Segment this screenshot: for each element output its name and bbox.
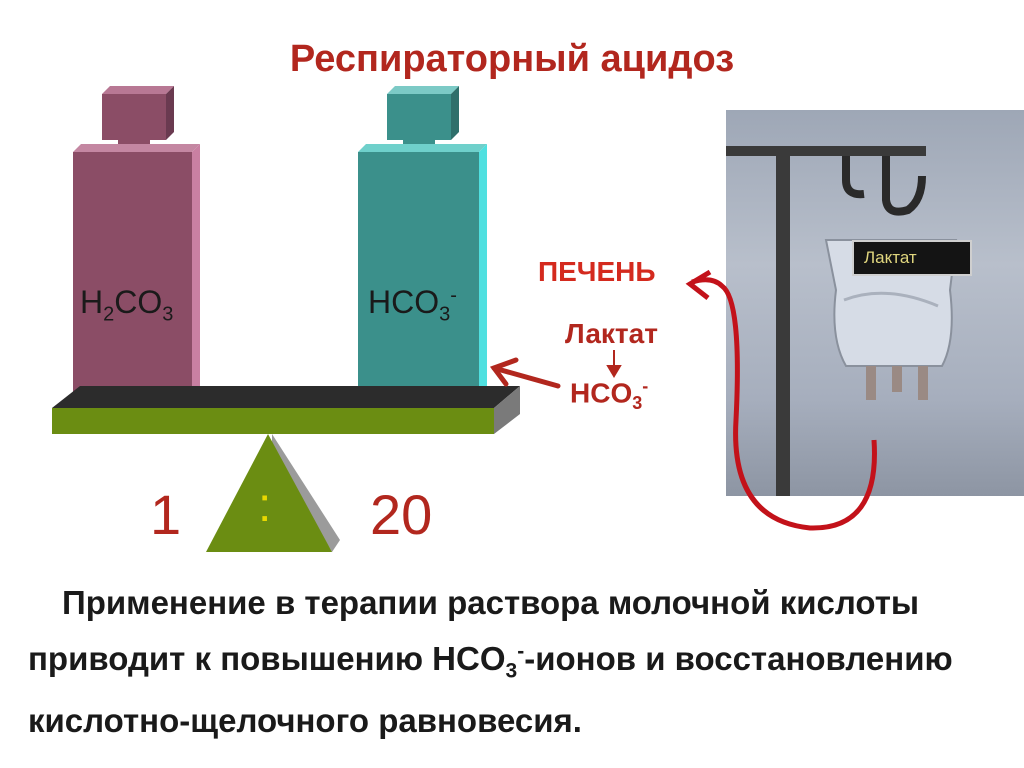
right-bottle-weight [358,86,487,400]
iv-stand-drawing [726,146,958,496]
ratio-left: 1 [150,483,182,546]
arrow-lactat-down [606,350,622,378]
ratio-right: 20 [370,483,433,546]
h2co3-label: H2CO3 [80,284,174,326]
hco3-bottle-label: HCO3- [368,284,457,326]
scale-beam [52,386,520,434]
lactat-label: Лактат [565,318,658,349]
liver-label: ПЕЧЕНЬ [538,256,656,287]
hco3-annotation: HCO3- [570,376,649,413]
ratio-colon: : [258,479,272,532]
left-bottle-weight [73,86,200,400]
arrow-to-bottle [489,357,561,389]
conclusion-paragraph: Применение в терапии раствора молочной к… [28,584,953,739]
iv-bag-photo [726,110,1024,496]
bag-label: Лактат [852,240,972,276]
scale-fulcrum [206,434,340,552]
slide-title: Респираторный ацидоз [289,38,735,80]
